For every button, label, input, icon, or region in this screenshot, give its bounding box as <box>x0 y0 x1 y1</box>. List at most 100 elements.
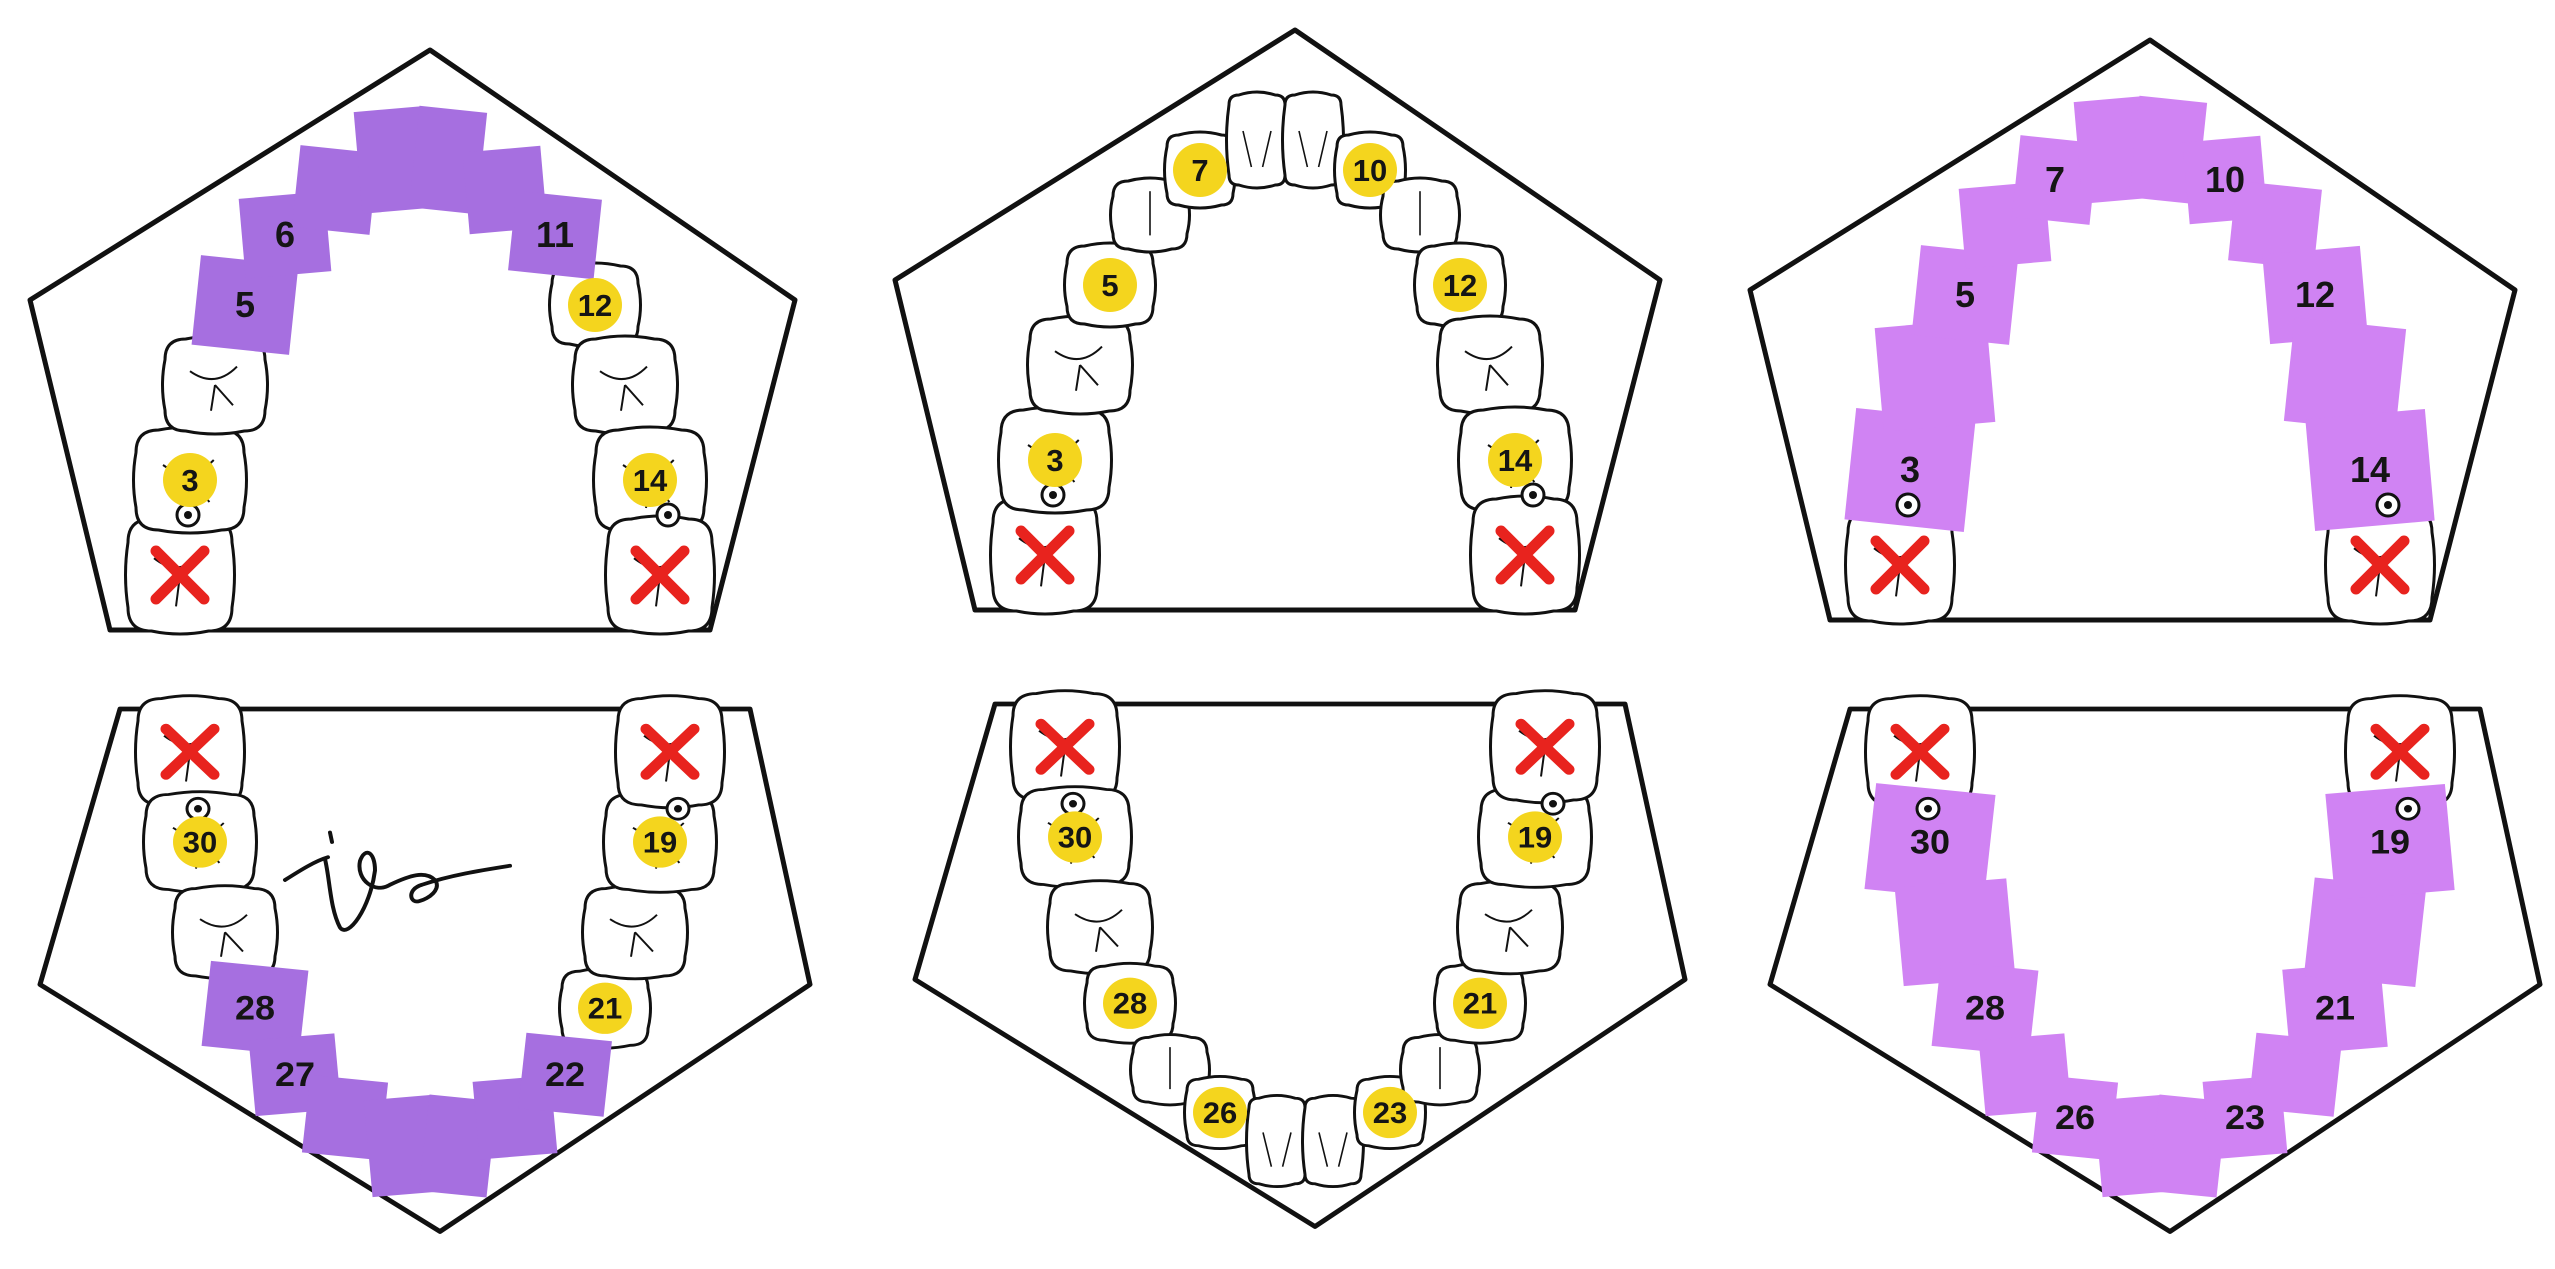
circle-dot-icon <box>1540 791 1566 816</box>
tooth-number-label: 7 <box>2045 159 2065 200</box>
tooth-number-label: 12 <box>578 288 612 323</box>
bridge-crown <box>2248 1032 2342 1117</box>
bridge-crown <box>1874 318 1996 432</box>
tooth <box>1225 90 1289 190</box>
tooth-marker <box>1048 811 1102 863</box>
circle-dot-icon <box>1060 791 1086 816</box>
bridge-crown <box>191 255 299 355</box>
circle-dot-icon <box>1040 482 1066 508</box>
missing-x-icon: x <box>150 545 210 605</box>
tooth-marker <box>633 816 687 868</box>
bridge-crown <box>2303 877 2427 987</box>
tooth-number-label: 3 <box>1046 443 1063 478</box>
tooth <box>1456 879 1564 976</box>
circle-dot-icon <box>665 796 691 821</box>
missing-x-icon: x <box>630 545 690 605</box>
tooth-number-label: 12 <box>1443 268 1477 303</box>
bridge-crown <box>291 145 379 235</box>
missing-x-icon: x <box>1870 535 1930 595</box>
arch-outline <box>27 47 798 633</box>
bridge-crown <box>2305 408 2435 532</box>
tooth-marker <box>163 453 217 507</box>
tooth <box>1245 1093 1309 1189</box>
tooth-number-label: 30 <box>183 827 217 859</box>
tooth-number-label: 21 <box>2315 989 2355 1027</box>
tooth-number-label: 21 <box>588 993 622 1025</box>
signature-icon <box>283 830 512 932</box>
bridge-crown <box>301 1074 389 1161</box>
bridge-crown <box>2011 135 2099 225</box>
bridge-crown <box>1844 408 1976 532</box>
tooth <box>161 334 269 436</box>
tooth-number-label: 28 <box>1965 989 2005 1027</box>
tooth-number-label: 27 <box>275 1056 315 1094</box>
tooth-marker <box>1343 143 1397 197</box>
bridge-crown <box>1931 960 2039 1056</box>
circle-dot-icon <box>175 502 201 528</box>
missing-x-icon: x <box>640 723 700 780</box>
tooth-number-label: 14 <box>1498 443 1533 478</box>
tooth <box>581 884 689 981</box>
bridge-crown <box>2228 180 2322 270</box>
bridge-crown <box>2031 1074 2119 1161</box>
bridge-crown <box>1864 783 1996 901</box>
arch-outline <box>1747 37 2518 623</box>
tooth-marker <box>1488 433 1542 487</box>
tooth-marker <box>1363 1086 1417 1139</box>
missing-x-icon: x <box>1515 718 1575 775</box>
tooth-marker <box>1083 258 1137 312</box>
tooth <box>1281 90 1345 190</box>
tooth-number-label: 19 <box>643 827 677 859</box>
tooth-marker <box>1103 977 1157 1029</box>
bridge-crown <box>201 960 309 1056</box>
bridge-crown <box>2325 784 2455 900</box>
tooth <box>1399 1033 1481 1107</box>
tooth-number-label: 22 <box>545 1056 585 1094</box>
tooth-number-label: 30 <box>1058 822 1092 854</box>
tooth-number-label: 5 <box>235 284 255 325</box>
circle-dot-icon <box>1520 482 1546 508</box>
circle-dot-icon <box>655 502 681 528</box>
missing-x-icon: x <box>1495 525 1555 585</box>
bridge-crown <box>2262 245 2368 345</box>
circle-dot-icon <box>2395 796 2421 821</box>
tooth <box>1026 314 1134 416</box>
tooth-number-label: 30 <box>1910 823 1950 861</box>
tooth-number-label: 6 <box>275 214 295 255</box>
tooth-number-label: 26 <box>2055 1099 2095 1137</box>
tooth-number-label: 10 <box>1353 153 1387 188</box>
bridge-crown <box>1911 245 2019 345</box>
bridge-crown <box>2283 317 2407 433</box>
bridge-crown <box>508 190 602 280</box>
circle-dot-icon <box>2375 492 2401 518</box>
tooth-number-label: 12 <box>2295 274 2335 315</box>
missing-x-icon: x <box>2350 535 2410 595</box>
bridge-crown <box>1894 878 2016 987</box>
tooth-number-label: 14 <box>2350 449 2390 490</box>
tooth-marker <box>1433 258 1487 312</box>
tooth-number-label: 19 <box>1518 822 1552 854</box>
tooth-number-label: 28 <box>235 989 275 1027</box>
missing-x-icon: x <box>2370 723 2430 780</box>
tooth-number-label: 28 <box>1113 988 1147 1020</box>
tooth-marker <box>1028 433 1082 487</box>
bridge-crown <box>2282 961 2388 1055</box>
tooth-number-label: 11 <box>536 214 574 255</box>
tooth-number-label: 5 <box>1101 268 1118 303</box>
tooth <box>1379 176 1461 254</box>
tooth-number-label: 3 <box>1900 449 1920 490</box>
tooth-marker <box>1193 1086 1247 1139</box>
circle-dot-icon <box>1915 796 1941 821</box>
tooth <box>1046 879 1154 976</box>
tooth-number-label: 23 <box>2225 1099 2265 1137</box>
tooth-number-label: 23 <box>1373 1098 1407 1130</box>
missing-x-icon: x <box>1035 718 1095 775</box>
tooth-number-label: 14 <box>633 463 668 498</box>
